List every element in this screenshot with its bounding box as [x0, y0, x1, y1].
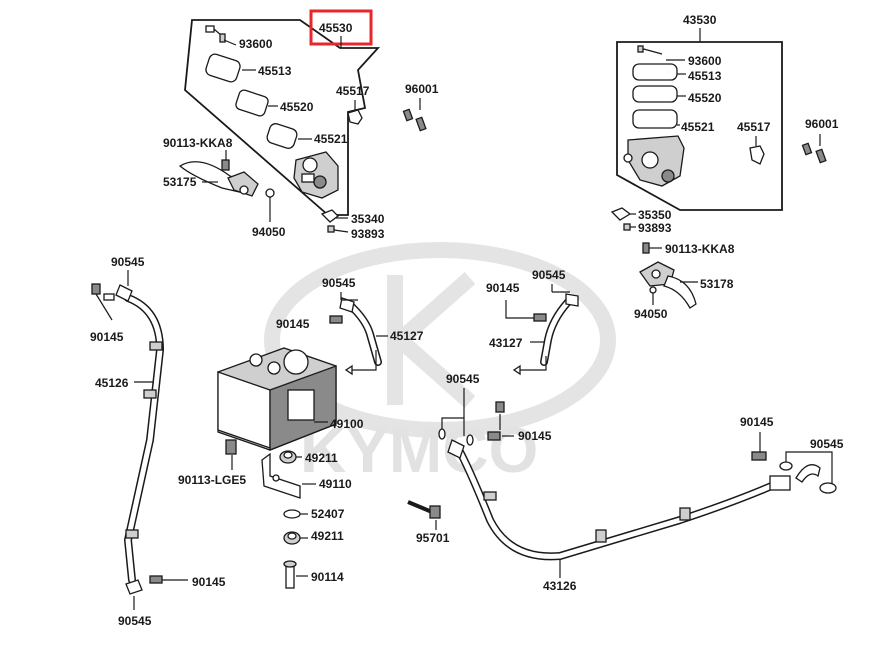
clip-45517-right — [749, 145, 765, 165]
part-label-49211-a: 49211 — [305, 451, 338, 465]
part-label-94050-right: 94050 — [634, 307, 668, 321]
part-label-49110: 49110 — [319, 477, 352, 491]
part-label-90145-a: 90145 — [90, 330, 124, 344]
bolt-90114 — [283, 560, 297, 589]
right-master-cylinder-group: 43530 93600 45513 45520 45521 45517 9600… — [610, 13, 839, 321]
part-label-52407: 52407 — [311, 507, 345, 521]
brake-hose-43126 — [447, 439, 791, 561]
master-cylinder-right — [623, 135, 685, 187]
part-label-90145-c: 90145 — [276, 317, 310, 331]
left-master-cylinder-group: 45530 93600 45513 45520 45521 45517 — [163, 9, 439, 241]
damper-49211-b — [283, 531, 301, 545]
part-label-93600-left: 93600 — [239, 37, 273, 51]
part-label-90545-e: 90545 — [446, 372, 480, 386]
reservoir-cap-45513 — [205, 53, 241, 83]
part-label-45513-right: 45513 — [688, 69, 722, 83]
diaphragm-45521-right — [632, 109, 678, 129]
bolt-90145-f — [751, 451, 767, 461]
brake-hose-45127 — [339, 297, 382, 366]
part-label-90113-kka8-left: 90113-KKA8 — [163, 136, 233, 150]
damper-49211-a — [279, 450, 297, 464]
part-label-90113-lge5: 90113-LGE5 — [178, 473, 246, 487]
part-label-45517-left: 45517 — [336, 84, 370, 98]
part-label-90545-a: 90545 — [111, 255, 145, 269]
switch-35350 — [610, 207, 632, 231]
part-label-49100: 49100 — [330, 417, 364, 431]
part-label-45521-right: 45521 — [681, 120, 715, 134]
right-group-outline — [616, 41, 783, 211]
diaphragm-45521 — [266, 123, 298, 149]
part-label-45127: 45127 — [390, 329, 424, 343]
part-label-53178: 53178 — [700, 277, 734, 291]
bolt-90145-a — [91, 283, 115, 301]
bolt-90145-c — [329, 315, 343, 324]
plate-45520 — [235, 89, 269, 117]
part-label-90545-f: 90545 — [810, 437, 844, 451]
part-label-43126: 43126 — [543, 579, 577, 593]
part-label-90545-b: 90545 — [118, 614, 152, 628]
bolt-90113-lge5 — [225, 439, 237, 455]
part-label-43127: 43127 — [489, 336, 523, 350]
part-label-90145-b: 90145 — [192, 575, 226, 589]
bolt-95701 — [407, 500, 441, 519]
washer-90545-e — [438, 428, 446, 440]
clip-45517-left — [347, 109, 363, 125]
part-label-93893-left: 93893 — [351, 227, 385, 241]
nut-94050-left — [265, 188, 275, 198]
part-label-53175: 53175 — [163, 175, 197, 189]
part-label-45530: 45530 — [319, 21, 353, 35]
bracket-49110 — [261, 452, 301, 499]
part-label-96001-left: 96001 — [405, 82, 439, 96]
left-group-outline — [184, 19, 381, 216]
part-label-45126: 45126 — [95, 376, 129, 390]
plate-45520-right — [632, 85, 678, 103]
reservoir-cap-45513-right — [632, 63, 678, 81]
part-label-35340: 35340 — [351, 212, 385, 226]
bolt-96001-left — [402, 108, 427, 132]
part-label-90545-c: 90545 — [322, 276, 356, 290]
part-label-90113-kka8-right: 90113-KKA8 — [665, 242, 735, 256]
brake-lever-53178 — [639, 261, 697, 309]
part-label-43530: 43530 — [683, 13, 717, 27]
part-label-45517-right: 45517 — [737, 120, 771, 134]
watermark-text: KYMCO — [300, 414, 538, 486]
brake-hose-43127 — [540, 293, 579, 366]
bolt-90113-kka8-right — [642, 242, 650, 254]
part-label-95701: 95701 — [416, 531, 450, 545]
part-label-45513-left: 45513 — [258, 64, 292, 78]
part-label-90145-e: 90145 — [518, 429, 552, 443]
part-label-96001-right: 96001 — [805, 117, 839, 131]
bolt-90145-b — [149, 575, 163, 584]
part-label-35350: 35350 — [638, 208, 672, 222]
part-label-93600-right: 93600 — [688, 54, 722, 68]
part-label-90145-f: 90145 — [740, 415, 774, 429]
part-label-45520-left: 45520 — [280, 100, 314, 114]
bolt-90113-kka8-left — [221, 159, 230, 171]
brake-lever-53175 — [178, 161, 259, 197]
washer-90545-f — [779, 461, 837, 494]
part-label-90145-d: 90145 — [486, 281, 520, 295]
part-label-90114: 90114 — [311, 570, 344, 584]
bolt-90145-d — [533, 313, 547, 322]
switch-35340 — [320, 209, 339, 233]
bolt-96001-right — [801, 142, 827, 164]
bolt-90145-e — [487, 401, 505, 441]
master-cylinder-left — [293, 151, 339, 199]
collar-52407 — [283, 509, 301, 519]
brake-hose-45126 — [115, 284, 165, 595]
nut-94050-right — [649, 286, 657, 294]
part-label-93893-right: 93893 — [638, 221, 672, 235]
part-label-45521-left: 45521 — [314, 132, 348, 146]
part-label-94050-left: 94050 — [252, 225, 286, 239]
part-label-45520-right: 45520 — [688, 91, 722, 105]
part-label-49211-b: 49211 — [311, 529, 344, 543]
part-label-90545-d: 90545 — [532, 268, 566, 282]
abs-modulator-49100 — [217, 347, 337, 451]
screw-93600-left — [205, 25, 226, 43]
